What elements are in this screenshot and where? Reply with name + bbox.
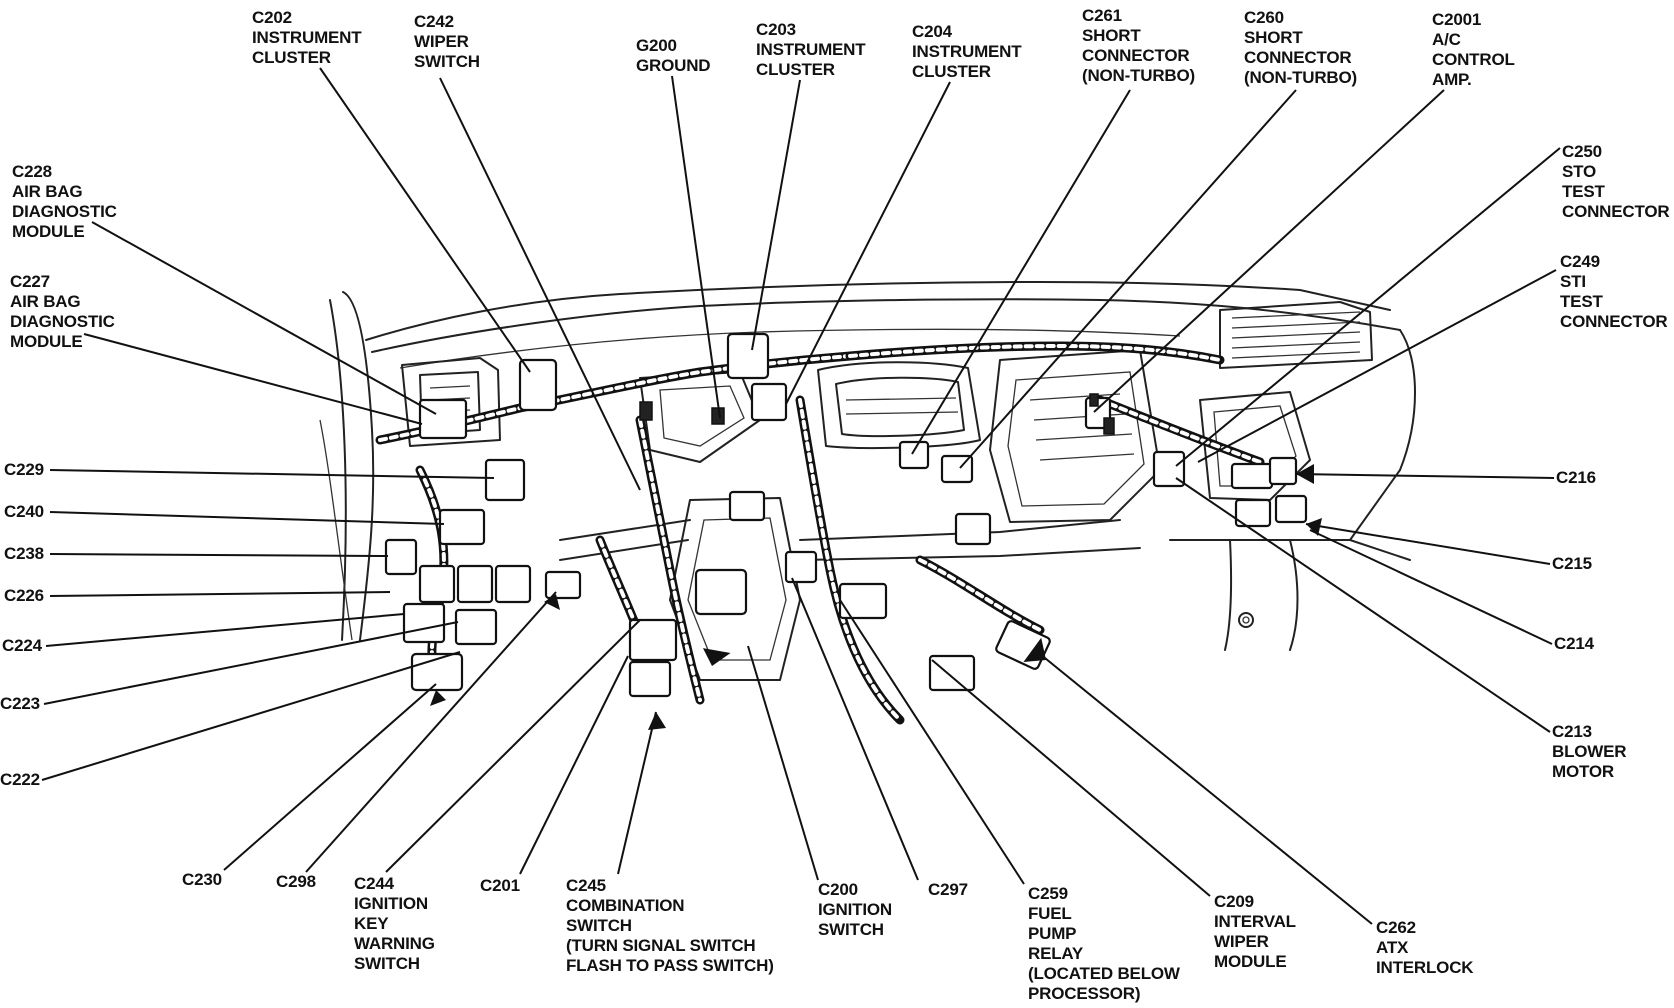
- label-c222: C222: [0, 770, 40, 789]
- label-c214: C214: [1554, 634, 1594, 653]
- leader-c215: [1305, 523, 1551, 565]
- label-c203: C203 INSTRUMENT CLUSTER: [756, 20, 866, 79]
- label-c224: C224: [2, 636, 42, 655]
- leader-c223: [43, 621, 459, 705]
- leader-c209: [931, 659, 1211, 897]
- leader-c214: [1309, 529, 1553, 645]
- label-g200: G200 GROUND: [636, 36, 711, 75]
- leader-c224: [45, 613, 405, 647]
- leader-c259: [839, 599, 1025, 885]
- leader-c230: [223, 683, 437, 871]
- leader-c297: [791, 577, 919, 881]
- label-c245: C245 COMBINATION SWITCH (TURN SIGNAL SWI…: [566, 876, 774, 975]
- leader-lines: [41, 67, 1561, 925]
- label-c209: C209 INTERVAL WIPER MODULE: [1214, 892, 1296, 971]
- label-c242: C242 WIPER SWITCH: [414, 12, 480, 71]
- leader-c240: [49, 511, 445, 525]
- label-c228: C228 AIR BAG DIAGNOSTIC MODULE: [12, 162, 117, 241]
- leader-c202: [319, 67, 531, 373]
- arrowheads: [430, 464, 1322, 730]
- leader-g200: [671, 75, 721, 419]
- leader-c227: [83, 333, 423, 425]
- label-c259: C259 FUEL PUMP RELAY (LOCATED BELOW PROC…: [1028, 884, 1180, 1003]
- label-c223: C223: [0, 694, 40, 713]
- leader-c226: [49, 591, 391, 597]
- label-c213: C213 BLOWER MOTOR: [1552, 722, 1627, 781]
- leader-c216: [1295, 473, 1555, 479]
- label-c298: C298: [276, 872, 316, 891]
- label-c250: C250 STO TEST CONNECTOR: [1562, 142, 1670, 221]
- label-c201: C201: [480, 876, 520, 895]
- leader-c229: [49, 469, 495, 479]
- leader-c2001: [1093, 89, 1445, 413]
- leader-c203: [751, 79, 801, 351]
- label-c200: C200 IGNITION SWITCH: [818, 880, 892, 939]
- leader-c200: [747, 645, 819, 881]
- label-c215: C215: [1552, 554, 1592, 573]
- label-c262: C262 ATX INTERLOCK: [1376, 918, 1474, 977]
- label-c297: C297: [928, 880, 968, 899]
- leader-c242: [439, 77, 641, 491]
- label-c229: C229: [4, 460, 44, 479]
- label-c249: C249 STI TEST CONNECTOR: [1560, 252, 1668, 331]
- leader-c260: [959, 89, 1297, 469]
- leader-c250: [1175, 147, 1561, 467]
- label-c238: C238: [4, 544, 44, 563]
- leader-c213: [1175, 477, 1551, 733]
- leader-c204: [785, 81, 951, 405]
- leader-c262: [1039, 653, 1373, 925]
- leader-c244: [385, 619, 641, 873]
- label-c202: C202 INSTRUMENT CLUSTER: [252, 8, 362, 67]
- leader-c222: [41, 651, 461, 781]
- leader-c249: [1197, 269, 1557, 463]
- label-c204: C204 INSTRUMENT CLUSTER: [912, 22, 1022, 81]
- label-c226: C226: [4, 586, 44, 605]
- leader-c298: [305, 591, 557, 873]
- label-c240: C240: [4, 502, 44, 521]
- leader-c261: [911, 89, 1131, 455]
- label-c261: C261 SHORT CONNECTOR (NON-TURBO): [1082, 6, 1195, 85]
- label-c244: C244 IGNITION KEY WARNING SWITCH: [354, 874, 435, 973]
- label-c2001: C2001 A/C CONTROL AMP.: [1432, 10, 1515, 89]
- leader-c238: [49, 553, 389, 557]
- label-c260: C260 SHORT CONNECTOR (NON-TURBO): [1244, 8, 1357, 87]
- label-c230: C230: [182, 870, 222, 889]
- leader-c245: [617, 711, 657, 875]
- wiring-harnesses: [375, 341, 1265, 725]
- label-c227: C227 AIR BAG DIAGNOSTIC MODULE: [10, 272, 115, 351]
- label-c216: C216: [1556, 468, 1596, 487]
- leader-c228: [91, 221, 437, 415]
- leader-c201: [519, 655, 629, 875]
